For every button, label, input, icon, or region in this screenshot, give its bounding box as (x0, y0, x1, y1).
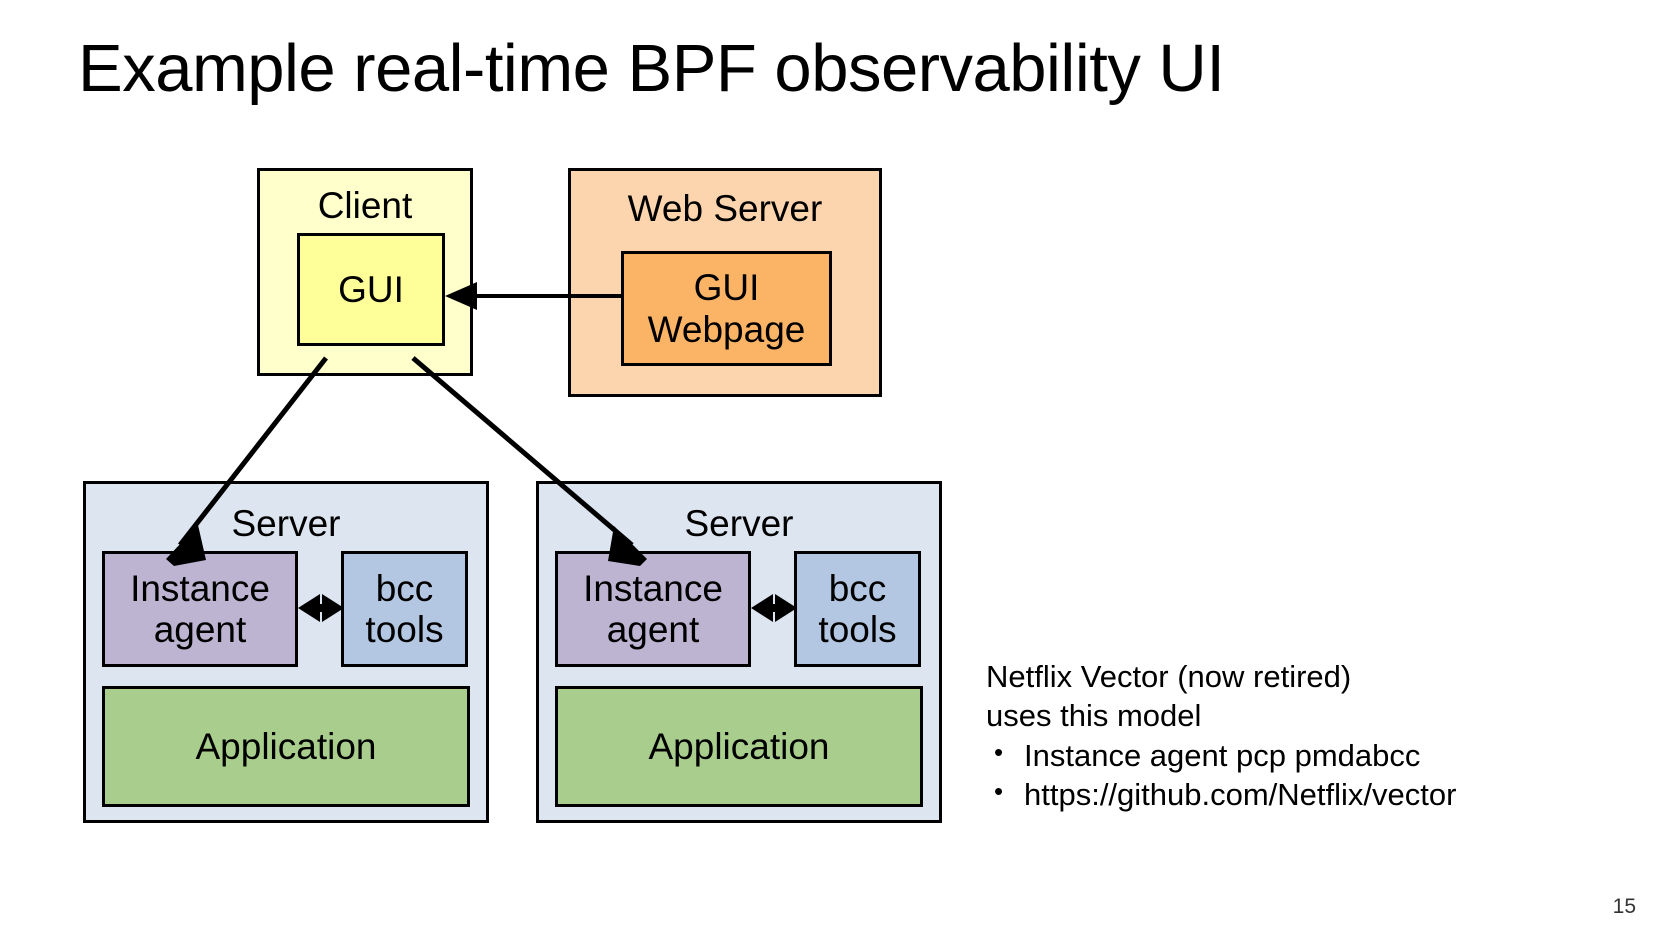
gui-webpage-label: GUI Webpage (647, 267, 806, 350)
client-title: Client (317, 185, 413, 226)
bcc-tools-label-1: bcc tools (365, 567, 444, 650)
bcc-tools-box-2: bcc tools (794, 551, 921, 667)
server-title-1: Server (231, 503, 341, 544)
gui-box: GUI (297, 233, 445, 346)
notes-bullet-item-1: Instance agent pcp pmdabcc (986, 736, 1546, 775)
application-box-2: Application (555, 686, 923, 807)
instance-agent-label-1: Instance agent (130, 567, 270, 650)
note-line-1: Netflix Vector (now retired) (986, 659, 1352, 694)
server-title-2: Server (684, 503, 794, 544)
page-number: 15 (1612, 895, 1636, 918)
bcc-tools-box-1: bcc tools (341, 551, 468, 667)
bcc-tools-label-2: bcc tools (818, 567, 897, 650)
notes-bullet-item-2[interactable]: https://github.com/Netflix/vector (986, 775, 1546, 814)
application-box-1: Application (102, 686, 470, 807)
instance-agent-label-2: Instance agent (583, 567, 723, 650)
notes-block: Netflix Vector (now retired) uses this m… (986, 657, 1546, 814)
gui-webpage-box: GUI Webpage (621, 251, 832, 366)
gui-label: GUI (338, 268, 404, 310)
note-line-2: uses this model (986, 698, 1202, 734)
notes-bullet-list: Instance agent pcp pmdabcc https://githu… (986, 736, 1546, 815)
web-server-title: Web Server (627, 188, 823, 229)
application-label-1: Application (195, 725, 377, 767)
instance-agent-box-2: Instance agent (555, 551, 751, 667)
instance-agent-box-1: Instance agent (102, 551, 298, 667)
application-label-2: Application (648, 725, 830, 767)
page-title: Example real-time BPF observability UI (78, 31, 1225, 106)
